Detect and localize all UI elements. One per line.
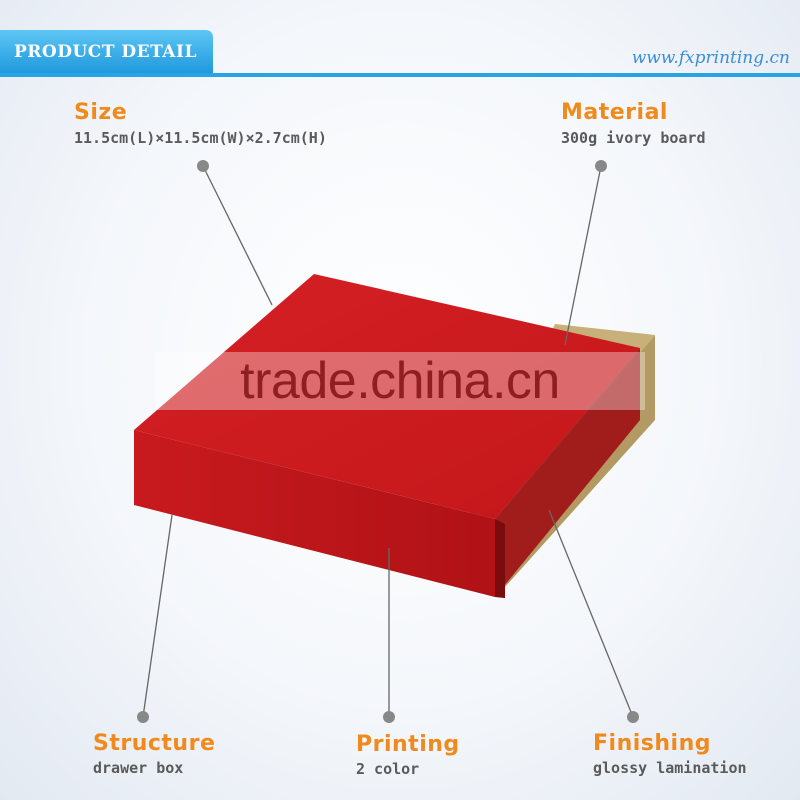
header-rule: [0, 73, 800, 77]
website-url: www.fxprinting.cn: [631, 48, 790, 68]
material-leader-line: [564, 165, 602, 346]
material-dot: [595, 160, 607, 172]
size-title: Size: [74, 100, 128, 125]
box-side-face: [495, 348, 640, 597]
watermark-text: trade.china.cn: [240, 352, 560, 410]
structure-title: Structure: [93, 731, 216, 756]
structure-leader-line: [142, 514, 173, 718]
box-front-inner-lip: [495, 519, 505, 598]
printing-value: 2 color: [356, 760, 420, 778]
size-dot: [197, 160, 209, 172]
product-detail-tab: PRODUCT DETAIL: [0, 30, 213, 75]
structure-dot: [137, 711, 149, 723]
material-title: Material: [561, 100, 668, 125]
watermark-banner: trade.china.cn: [155, 352, 645, 410]
material-value: 300g ivory board: [561, 129, 706, 147]
size-value: 11.5cm(L)×11.5cm(W)×2.7cm(H): [74, 129, 327, 147]
finishing-dot: [627, 711, 639, 723]
size-leader-line: [202, 165, 273, 306]
printing-dot: [383, 711, 395, 723]
finishing-leader-line: [548, 509, 634, 718]
finishing-value: glossy lamination: [593, 759, 747, 777]
box-top-face: [134, 274, 640, 519]
finishing-title: Finishing: [593, 731, 711, 756]
box-front-face: [134, 430, 495, 597]
structure-value: drawer box: [93, 759, 184, 777]
printing-title: Printing: [356, 732, 460, 757]
